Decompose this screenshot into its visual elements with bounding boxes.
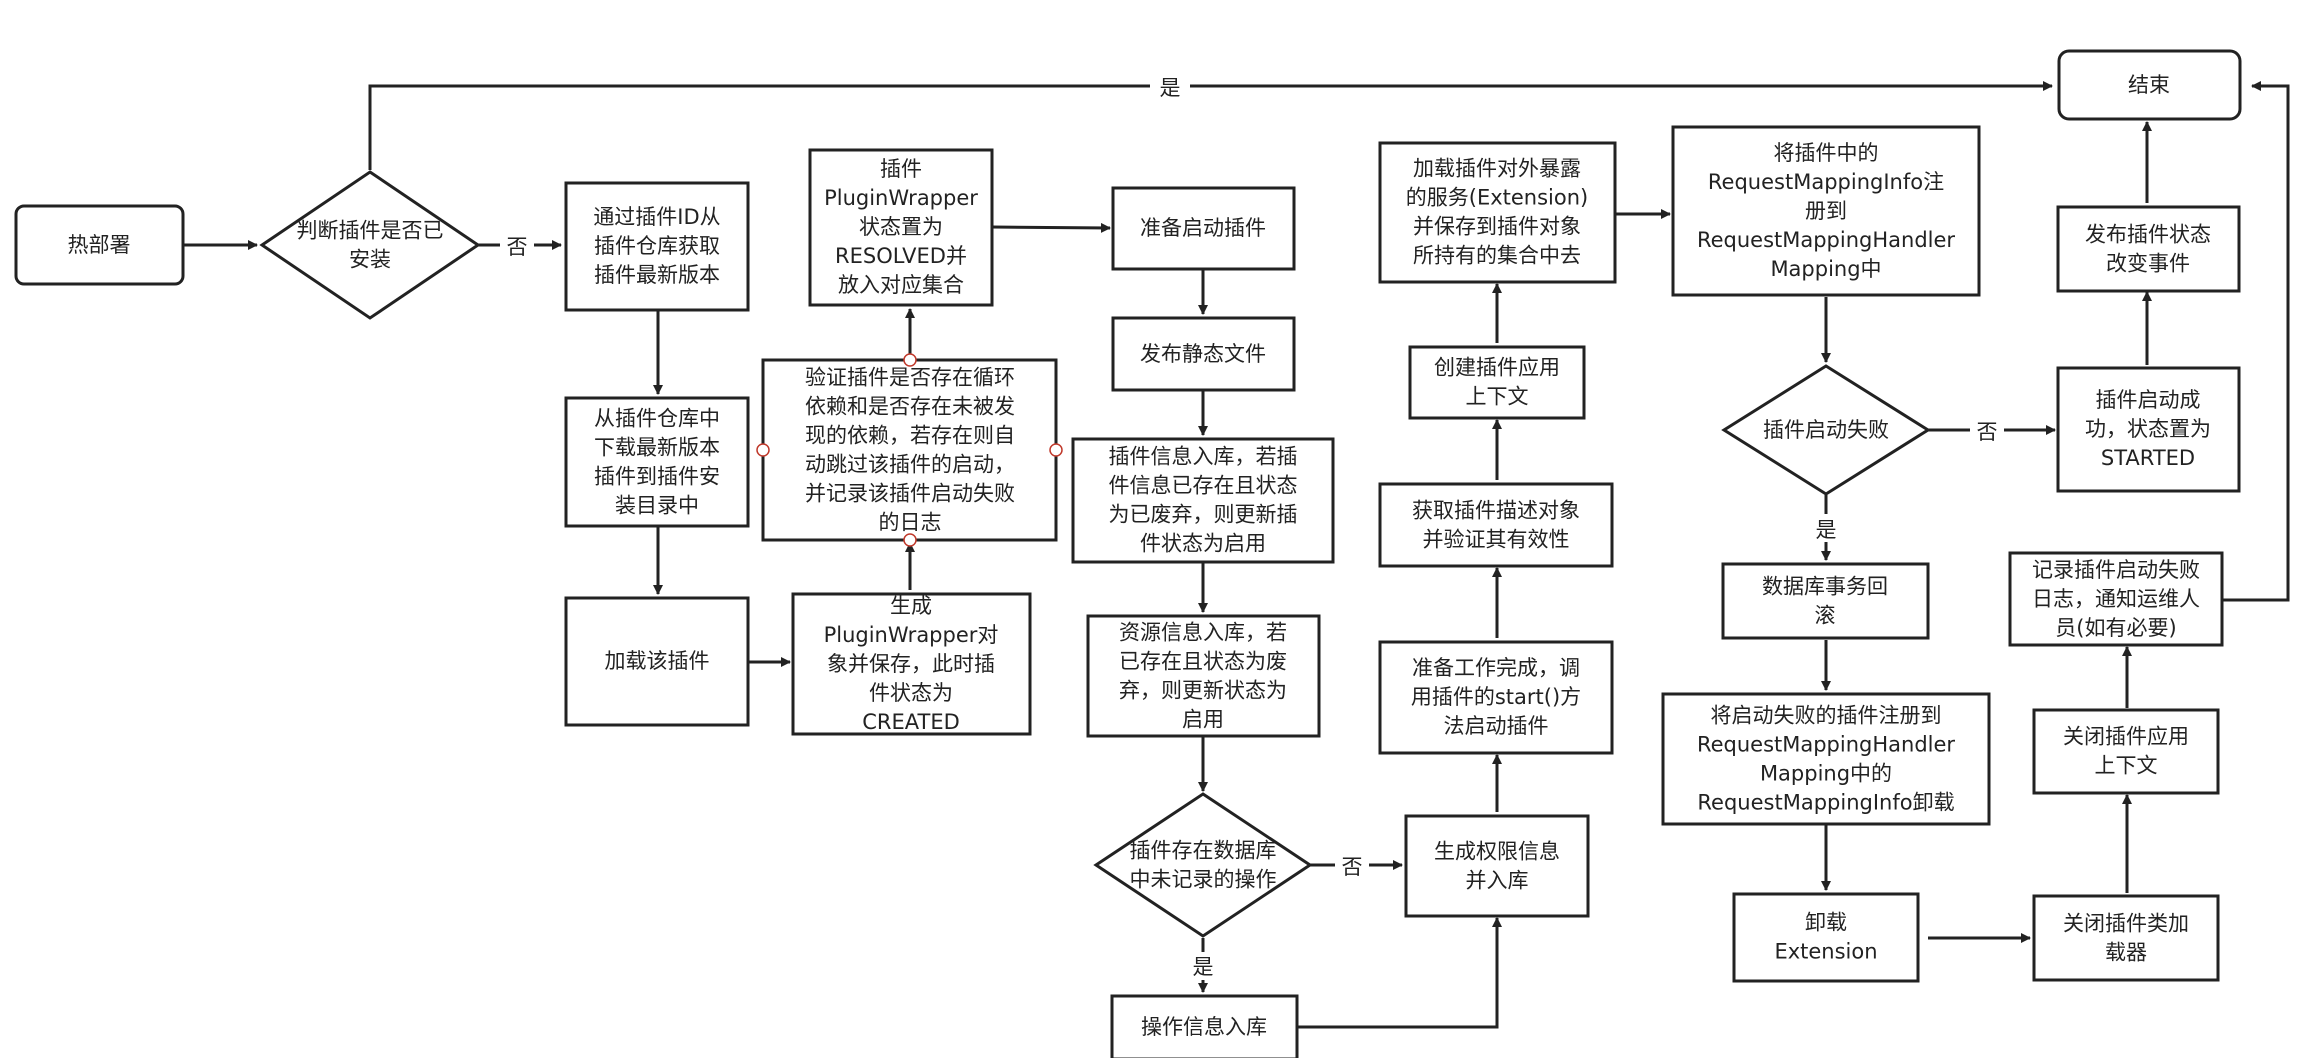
connector-dot-right	[1049, 443, 1063, 457]
connector-dot-top	[903, 353, 917, 367]
edge-label-no-check: 否	[507, 235, 528, 259]
node-download[interactable]	[564, 396, 750, 528]
edge-label-yes-top: 是	[1160, 76, 1181, 100]
node-get-descriptor[interactable]	[1378, 482, 1614, 568]
node-check-installed[interactable]	[259, 170, 481, 320]
node-end[interactable]	[2057, 49, 2242, 121]
node-resolved[interactable]	[808, 148, 994, 307]
edge-check-end-yes	[368, 81, 2053, 170]
label-get-descriptor: 获取插件描述对象并验证其有效性	[1412, 499, 1580, 552]
label-ops-db: 操作信息入库	[1141, 1015, 1267, 1039]
node-close-loader[interactable]	[2032, 894, 2220, 982]
label-verify-deps: 验证插件是否存在循环依赖和是否存在未被发现的依赖，若存在则自动跳过该插件的启动，…	[805, 366, 1015, 535]
edge-label-backgrounds	[500, 72, 2004, 980]
node-start-failed[interactable]	[1721, 364, 1931, 496]
connector-dots	[756, 353, 1063, 547]
label-rollback: 数据库事务回滚	[1762, 575, 1888, 628]
label-publish-event: 发布插件状态改变事件	[2085, 223, 2211, 276]
edge-label-no-ops: 否	[1342, 855, 1363, 879]
label-publish-static: 发布静态文件	[1140, 342, 1266, 366]
node-load[interactable]	[564, 596, 750, 727]
edge-resolved-prepare	[991, 222, 1111, 233]
node-started[interactable]	[2056, 366, 2241, 493]
label-resource-db: 资源信息入库，若已存在且状态为废弃，则更新状态为启用	[1119, 621, 1287, 732]
label-load: 加载该插件	[605, 649, 710, 673]
node-rollback[interactable]	[1721, 562, 1930, 640]
label-close-ctx: 关闭插件应用上下文	[2063, 725, 2189, 778]
node-create-ctx[interactable]	[1408, 345, 1586, 420]
edge-ops-perm	[1297, 917, 1502, 1029]
node-create-wrapper[interactable]	[791, 592, 1032, 736]
node-resource-db[interactable]	[1086, 614, 1321, 738]
connector-dot-bottom	[903, 533, 917, 547]
node-publish-event[interactable]	[2056, 205, 2241, 293]
node-publish-static[interactable]	[1111, 316, 1296, 392]
edge-label-yes-failed: 是	[1816, 518, 1837, 542]
label-check-installed: 判断插件是否已安装	[297, 219, 444, 272]
nodes	[14, 49, 2242, 1058]
label-ops-check: 插件存在数据库中未记录的操作	[1130, 839, 1277, 892]
node-close-ctx[interactable]	[2032, 708, 2220, 795]
label-get-latest: 通过插件ID从插件仓库获取插件最新版本	[593, 205, 720, 287]
edge-logfail-end	[2222, 81, 2290, 602]
node-load-ext[interactable]	[1378, 141, 1617, 284]
label-create-ctx: 创建插件应用上下文	[1434, 356, 1560, 409]
node-start-call[interactable]	[1378, 640, 1614, 755]
label-log-fail: 记录插件启动失败日志，通知运维人员(如有必要)	[2032, 558, 2200, 640]
node-perm-db[interactable]	[1404, 814, 1590, 918]
node-unregister-mapping[interactable]	[1661, 692, 1991, 826]
label-close-loader: 关闭插件类加载器	[2063, 912, 2189, 965]
edge-label-no-failed: 否	[1977, 420, 1998, 444]
node-get-latest[interactable]	[564, 181, 750, 312]
label-start-failed: 插件启动失败	[1763, 418, 1889, 442]
label-end: 结束	[2128, 73, 2170, 97]
label-plugin-info-db: 插件信息入库，若插件信息已存在且状态为已废弃，则更新插件状态为启用	[1109, 445, 1298, 556]
node-unload-ext[interactable]	[1732, 892, 1920, 983]
label-start-call: 准备工作完成，调用插件的start()方法启动插件	[1411, 656, 1581, 738]
label-download: 从插件仓库中下载最新版本插件到插件安装目录中	[594, 407, 720, 518]
node-prepare-start[interactable]	[1111, 186, 1296, 271]
node-ops-db[interactable]	[1110, 994, 1299, 1058]
node-labels: 热部署 判断插件是否已安装 通过插件ID从插件仓库获取插件最新版本 从插件仓库中…	[68, 73, 2212, 1039]
node-log-fail[interactable]	[2008, 551, 2224, 647]
label-prepare-start: 准备启动插件	[1140, 216, 1266, 240]
label-hot-deploy: 热部署	[68, 233, 131, 257]
label-perm-db: 生成权限信息并入库	[1434, 840, 1560, 893]
node-plugin-info-db[interactable]	[1071, 437, 1335, 564]
label-load-ext: 加载插件对外暴露的服务(Extension)并保存到插件对象所持有的集合中去	[1406, 157, 1588, 268]
node-ops-check[interactable]	[1093, 792, 1313, 938]
edge-label-yes-ops: 是	[1193, 955, 1214, 979]
connector-dot-left	[756, 443, 770, 457]
node-hot-deploy[interactable]	[14, 204, 185, 286]
node-register-mapping[interactable]	[1671, 125, 1981, 297]
